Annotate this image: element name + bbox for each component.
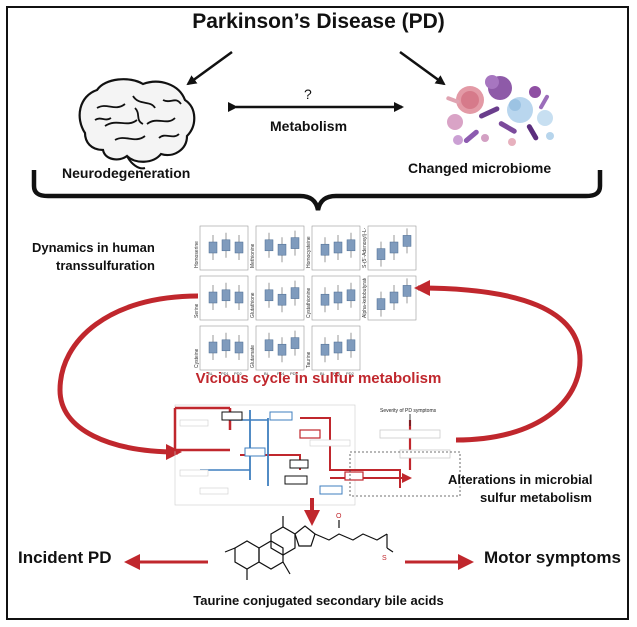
boxplot-group-tick: PD2 [290, 371, 298, 376]
dynamics-label-line2: transsulfuration [56, 258, 155, 273]
boxplot-group-tick: PD2 [234, 371, 242, 376]
alterations-label-line2: sulfur metabolism [480, 490, 592, 505]
boxplot-box [264, 239, 274, 252]
boxplot-ylabel: Serine [194, 303, 200, 318]
boxplot-box [221, 289, 231, 302]
boxplot-group-tick: BL [320, 371, 325, 376]
vicious-cycle-label: Vicious cycle in sulfur metabolism [195, 370, 442, 387]
boxplot-box [234, 241, 244, 254]
boxplot-ylabel: Taurine [306, 351, 312, 368]
boxplot-box [346, 239, 356, 252]
arrow-to-microbiome [399, 50, 446, 86]
microbiome-icon [446, 75, 554, 146]
incident-pd-label: Incident PD [18, 548, 112, 567]
boxplot-box [333, 341, 343, 354]
neurodegeneration-label: Neurodegeneration [62, 165, 191, 181]
alterations-label-line1: Alterations in microbial [448, 472, 593, 487]
boxplot-box [389, 241, 399, 254]
boxplot-box [320, 243, 330, 256]
boxplot-box [221, 239, 231, 252]
bile-acids-label: Taurine conjugated secondary bile acids [193, 593, 444, 608]
boxplot-box [346, 289, 356, 302]
changed-microbiome-label: Changed microbiome [408, 160, 552, 176]
boxplot-group-tick: PD2 [346, 371, 354, 376]
boxplot-box [208, 291, 218, 304]
boxplot-box [320, 343, 330, 356]
boxplot-ylabel: S-(5'-Adenosyl)-L-homocysteine [362, 228, 368, 268]
boxplot-ylabel: Glutathione [250, 292, 256, 318]
arrow-to-neurodegeneration [186, 50, 233, 86]
page-title: Parkinson’s Disease (PD) [192, 10, 445, 33]
boxplot-ylabel: Glutamate [250, 344, 256, 368]
boxplot-group-tick: PD1 [333, 371, 341, 376]
boxplot-box [264, 289, 274, 302]
boxplot-group-tick: BL [208, 371, 213, 376]
boxplot-box [277, 343, 287, 356]
boxplot-ylabel: Methionine [250, 243, 256, 268]
boxplot-ylabel: Homoserine [194, 241, 200, 268]
bile-acid-structure [224, 516, 394, 580]
boxplot-box [402, 285, 412, 297]
boxplot-grid [199, 225, 417, 371]
boxplot-group-tick: PD1 [221, 371, 229, 376]
bile-acid-so3: S [382, 555, 387, 562]
bile-acid-o: O [336, 513, 342, 520]
boxplot-box [320, 293, 330, 306]
boxplot-box [333, 241, 343, 254]
boxplot-box [277, 243, 287, 256]
boxplot-box [277, 293, 287, 306]
boxplot-box [234, 341, 244, 354]
boxplot-box [346, 339, 356, 352]
boxplot-box [290, 237, 300, 249]
boxplot-box [376, 248, 386, 260]
cycle-arrow-right [414, 280, 583, 443]
boxplot-box [389, 291, 399, 304]
boxplot-box [402, 235, 412, 247]
boxplot-box [333, 291, 343, 304]
boxplot-group-tick: PD1 [277, 371, 285, 376]
boxplot-ylabel: Alpha-ketobutyrate [362, 278, 368, 318]
boxplot-box [221, 339, 231, 352]
brain-icon [78, 78, 196, 170]
pathway-network [173, 404, 461, 506]
boxplot-box [208, 341, 218, 354]
boxplot-box [290, 287, 300, 299]
boxplot-box [290, 337, 300, 349]
question-mark: ? [304, 86, 312, 102]
dynamics-label-line1: Dynamics in human [32, 240, 155, 255]
boxplot-box [234, 291, 244, 304]
boxplot-box [208, 241, 218, 254]
motor-symptoms-label: Motor symptoms [484, 548, 621, 567]
boxplot-ylabel: Homocysteine [306, 236, 312, 268]
cycle-arrow-left [57, 293, 199, 460]
boxplot-group-tick: BL [264, 371, 269, 376]
severity-label: Severity of PD symptoms [380, 408, 437, 414]
curly-bracket [31, 170, 603, 211]
boxplot-ylabel: Cystathionine [306, 287, 312, 318]
boxplot-ylabel: Cysteine [194, 348, 200, 368]
boxplot-box [376, 298, 386, 310]
boxplot-box [264, 339, 274, 352]
metabolism-label: Metabolism [270, 118, 348, 134]
